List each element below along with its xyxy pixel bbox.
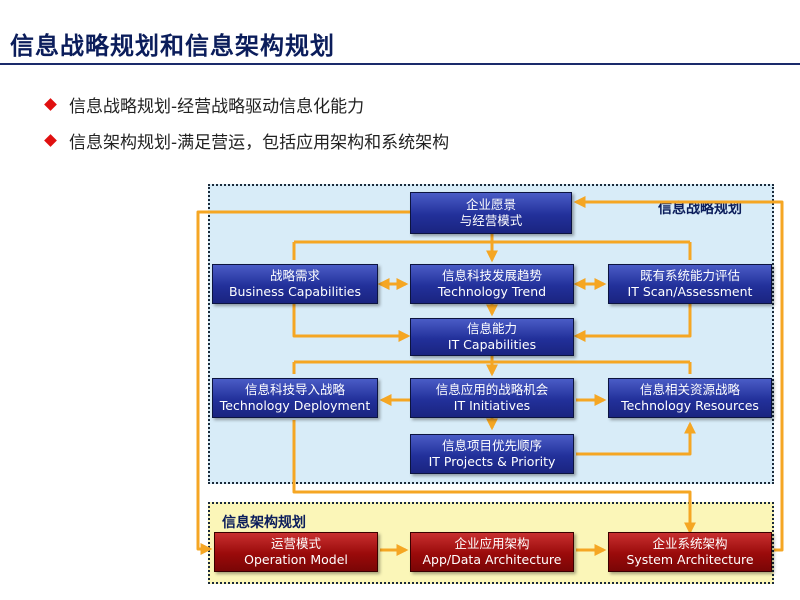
node-vision[interactable]: 企业愿景 与经营模式 <box>410 192 572 234</box>
diamond-bullet-icon <box>44 98 57 111</box>
diamond-bullet-icon <box>44 134 57 147</box>
node-it-initiatives[interactable]: 信息应用的战略机会 IT Initiatives <box>410 378 574 418</box>
node-label-en: IT Projects & Priority <box>428 454 556 469</box>
node-label-zh: 信息能力 <box>466 321 517 336</box>
node-label-zh: 信息相关资源战略 <box>639 382 740 397</box>
node-label-zh: 企业应用架构 <box>454 536 530 551</box>
node-it-capabilities[interactable]: 信息能力 IT Capabilities <box>410 318 574 356</box>
node-it-projects-priority[interactable]: 信息项目优先顺序 IT Projects & Priority <box>410 434 574 474</box>
node-label-en: Technology Deployment <box>219 398 371 413</box>
node-label-zh: 信息项目优先顺序 <box>441 438 542 453</box>
node-technology-deployment[interactable]: 信息科技导入战略 Technology Deployment <box>212 378 378 418</box>
node-label-en: IT Scan/Assessment <box>627 284 753 299</box>
node-technology-trend[interactable]: 信息科技发展趋势 Technology Trend <box>410 264 574 304</box>
bullet-text: 信息架构规划-满足营运，包括应用架构和系统架构 <box>69 133 450 153</box>
node-label-en: 与经营模式 <box>459 213 523 228</box>
node-business-capabilities[interactable]: 战略需求 Business Capabilities <box>212 264 378 304</box>
node-label-en: IT Initiatives <box>453 398 531 413</box>
node-label-en: Technology Resources <box>621 398 759 413</box>
architecture-region-label: 信息架构规划 <box>222 515 306 531</box>
node-label-en: Business Capabilities <box>228 284 361 299</box>
bullet-item: 信息战略规划-经营战略驱动信息化能力 <box>44 92 365 117</box>
node-technology-resources[interactable]: 信息相关资源战略 Technology Resources <box>608 378 772 418</box>
node-label-en: System Architecture <box>626 552 754 567</box>
node-it-scan-assessment[interactable]: 既有系统能力评估 IT Scan/Assessment <box>608 264 772 304</box>
node-label-zh: 运营模式 <box>270 536 321 551</box>
node-label-zh: 信息科技发展趋势 <box>441 268 542 283</box>
node-system-architecture[interactable]: 企业系统架构 System Architecture <box>608 532 772 572</box>
strategy-region-label: 信息战略规划 <box>658 201 742 217</box>
node-label-en: IT Capabilities <box>447 337 537 352</box>
node-app-data-architecture[interactable]: 企业应用架构 App/Data Architecture <box>410 532 574 572</box>
node-label-en: Technology Trend <box>437 284 547 299</box>
bullet-item: 信息架构规划-满足营运，包括应用架构和系统架构 <box>44 128 450 153</box>
node-label-zh: 企业系统架构 <box>652 536 728 551</box>
node-label-zh: 信息应用的战略机会 <box>435 382 549 397</box>
node-label-zh: 战略需求 <box>269 268 320 283</box>
slide-title: 信息战略规划和信息架构规划 <box>10 32 335 60</box>
node-label-en: App/Data Architecture <box>422 552 562 567</box>
title-divider <box>0 63 800 65</box>
node-label-zh: 企业愿景 <box>465 197 516 212</box>
node-label-zh: 既有系统能力评估 <box>639 268 740 283</box>
bullet-text: 信息战略规划-经营战略驱动信息化能力 <box>69 97 365 117</box>
node-operation-model[interactable]: 运营模式 Operation Model <box>214 532 378 572</box>
node-label-zh: 信息科技导入战略 <box>244 382 345 397</box>
node-label-en: Operation Model <box>244 552 348 567</box>
